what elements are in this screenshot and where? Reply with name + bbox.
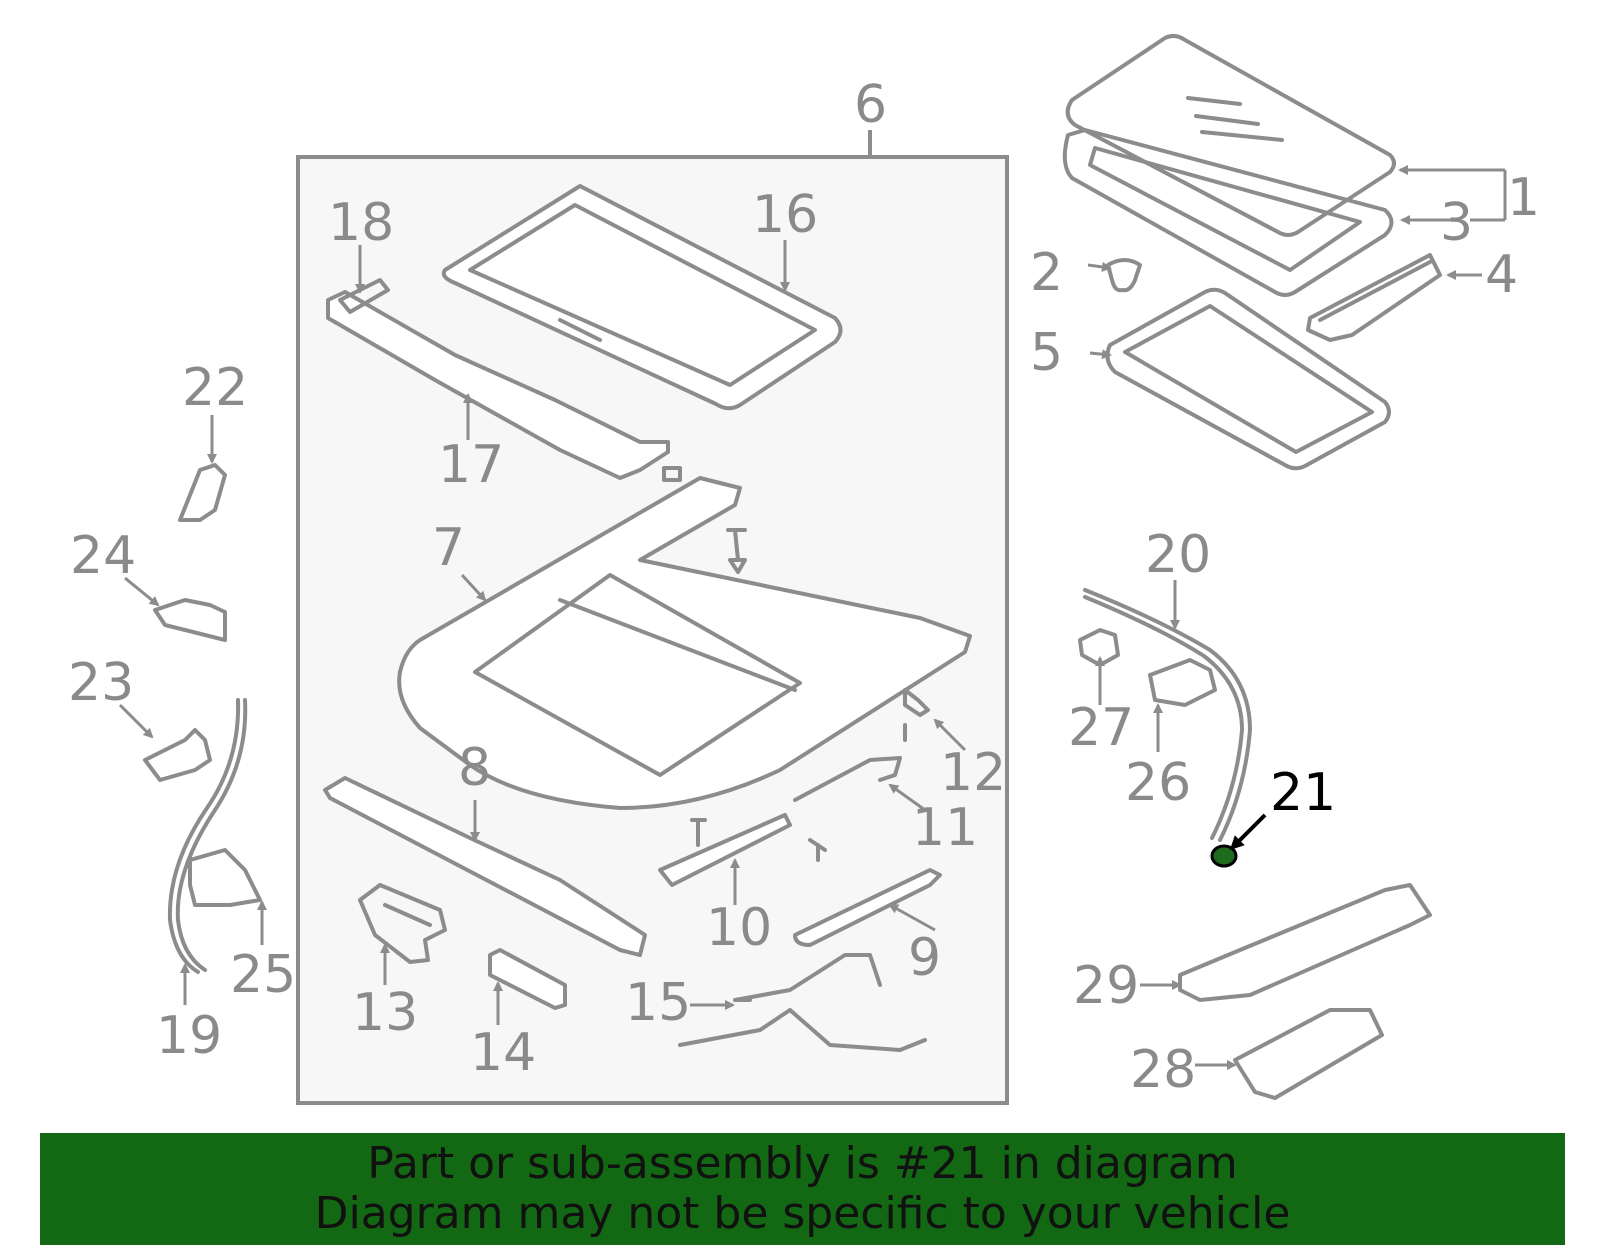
part-guide-10 [658, 813, 792, 887]
callout-28[interactable]: 28 [1130, 1040, 1196, 1100]
part-glass-frame [1062, 128, 1394, 297]
part-bracket-18 [338, 278, 390, 314]
part-harness [678, 953, 927, 1052]
callout-labels: 1 2 3 4 5 6 7 8 9 10 11 12 13 14 15 16 1… [68, 75, 1540, 1100]
part-sunshade [441, 184, 843, 411]
callout-6[interactable]: 6 [854, 75, 887, 135]
callout-11[interactable]: 11 [912, 798, 978, 858]
callout-17[interactable]: 17 [438, 435, 504, 495]
part-link-24 [153, 598, 227, 642]
callout-16[interactable]: 16 [752, 185, 818, 245]
part-deflector [1306, 253, 1442, 342]
callout-29[interactable]: 29 [1073, 956, 1139, 1016]
part-clip [1106, 258, 1142, 293]
part-bracket-25 [188, 848, 262, 907]
part-bracket-26 [1148, 658, 1217, 707]
callout-4[interactable]: 4 [1485, 245, 1518, 305]
callout-20[interactable]: 20 [1145, 525, 1211, 585]
part-cover-29 [1178, 883, 1432, 1002]
callout-15[interactable]: 15 [625, 973, 691, 1033]
part-lamp-28 [1233, 1008, 1384, 1100]
callout-13[interactable]: 13 [352, 983, 418, 1043]
callout-27[interactable]: 27 [1068, 698, 1134, 758]
part-bracket-22 [178, 463, 227, 522]
banner-line-2: Diagram may not be specific to your vehi… [314, 1188, 1291, 1239]
callout-22[interactable]: 22 [182, 358, 248, 418]
part-glass-panel [1065, 33, 1396, 237]
callout-24[interactable]: 24 [70, 526, 136, 586]
highlighted-part-21[interactable] [1210, 844, 1238, 868]
part-sunshade-inner [468, 203, 817, 387]
leader-lines [118, 165, 1507, 1070]
callout-19[interactable]: 19 [156, 1006, 222, 1066]
part-front-rail [323, 776, 647, 957]
callout-25[interactable]: 25 [230, 945, 296, 1005]
callout-12[interactable]: 12 [940, 743, 1006, 803]
callout-9[interactable]: 9 [908, 928, 941, 988]
callout-26[interactable]: 26 [1125, 753, 1191, 813]
callout-2[interactable]: 2 [1030, 243, 1063, 303]
callout-21-highlighted[interactable]: 21 [1270, 763, 1336, 823]
banner-line-1: Part or sub-assembly is #21 in diagram [367, 1138, 1238, 1189]
part-bolt [808, 838, 827, 862]
part-push-pin [690, 818, 707, 847]
callout-3[interactable]: 3 [1440, 193, 1473, 253]
part-switch [488, 948, 567, 1010]
part-main-frame-opening [473, 573, 802, 777]
callout-8[interactable]: 8 [458, 738, 491, 798]
callout-10[interactable]: 10 [706, 898, 772, 958]
part-main-frame [397, 476, 972, 810]
part-drain-hose-20 [1083, 588, 1252, 842]
part-clip-27 [1078, 628, 1120, 667]
callout-18[interactable]: 18 [328, 193, 394, 253]
part-clip-12 [903, 688, 930, 742]
part-drain-hose-19 [167, 698, 248, 974]
part-link-23 [143, 728, 212, 782]
part-bracket-9 [793, 868, 942, 947]
callout-23[interactable]: 23 [68, 653, 134, 713]
part-screw [726, 528, 747, 574]
part-plug [662, 466, 682, 482]
callout-1[interactable]: 1 [1507, 168, 1540, 228]
part-rear-rail [326, 290, 670, 480]
callout-7[interactable]: 7 [432, 518, 465, 578]
info-banner: Part or sub-assembly is #21 in diagram D… [40, 1133, 1565, 1245]
part-seal [1105, 287, 1391, 471]
callout-5[interactable]: 5 [1030, 323, 1063, 383]
callout-14[interactable]: 14 [470, 1023, 536, 1083]
part-cable-11 [793, 756, 902, 802]
